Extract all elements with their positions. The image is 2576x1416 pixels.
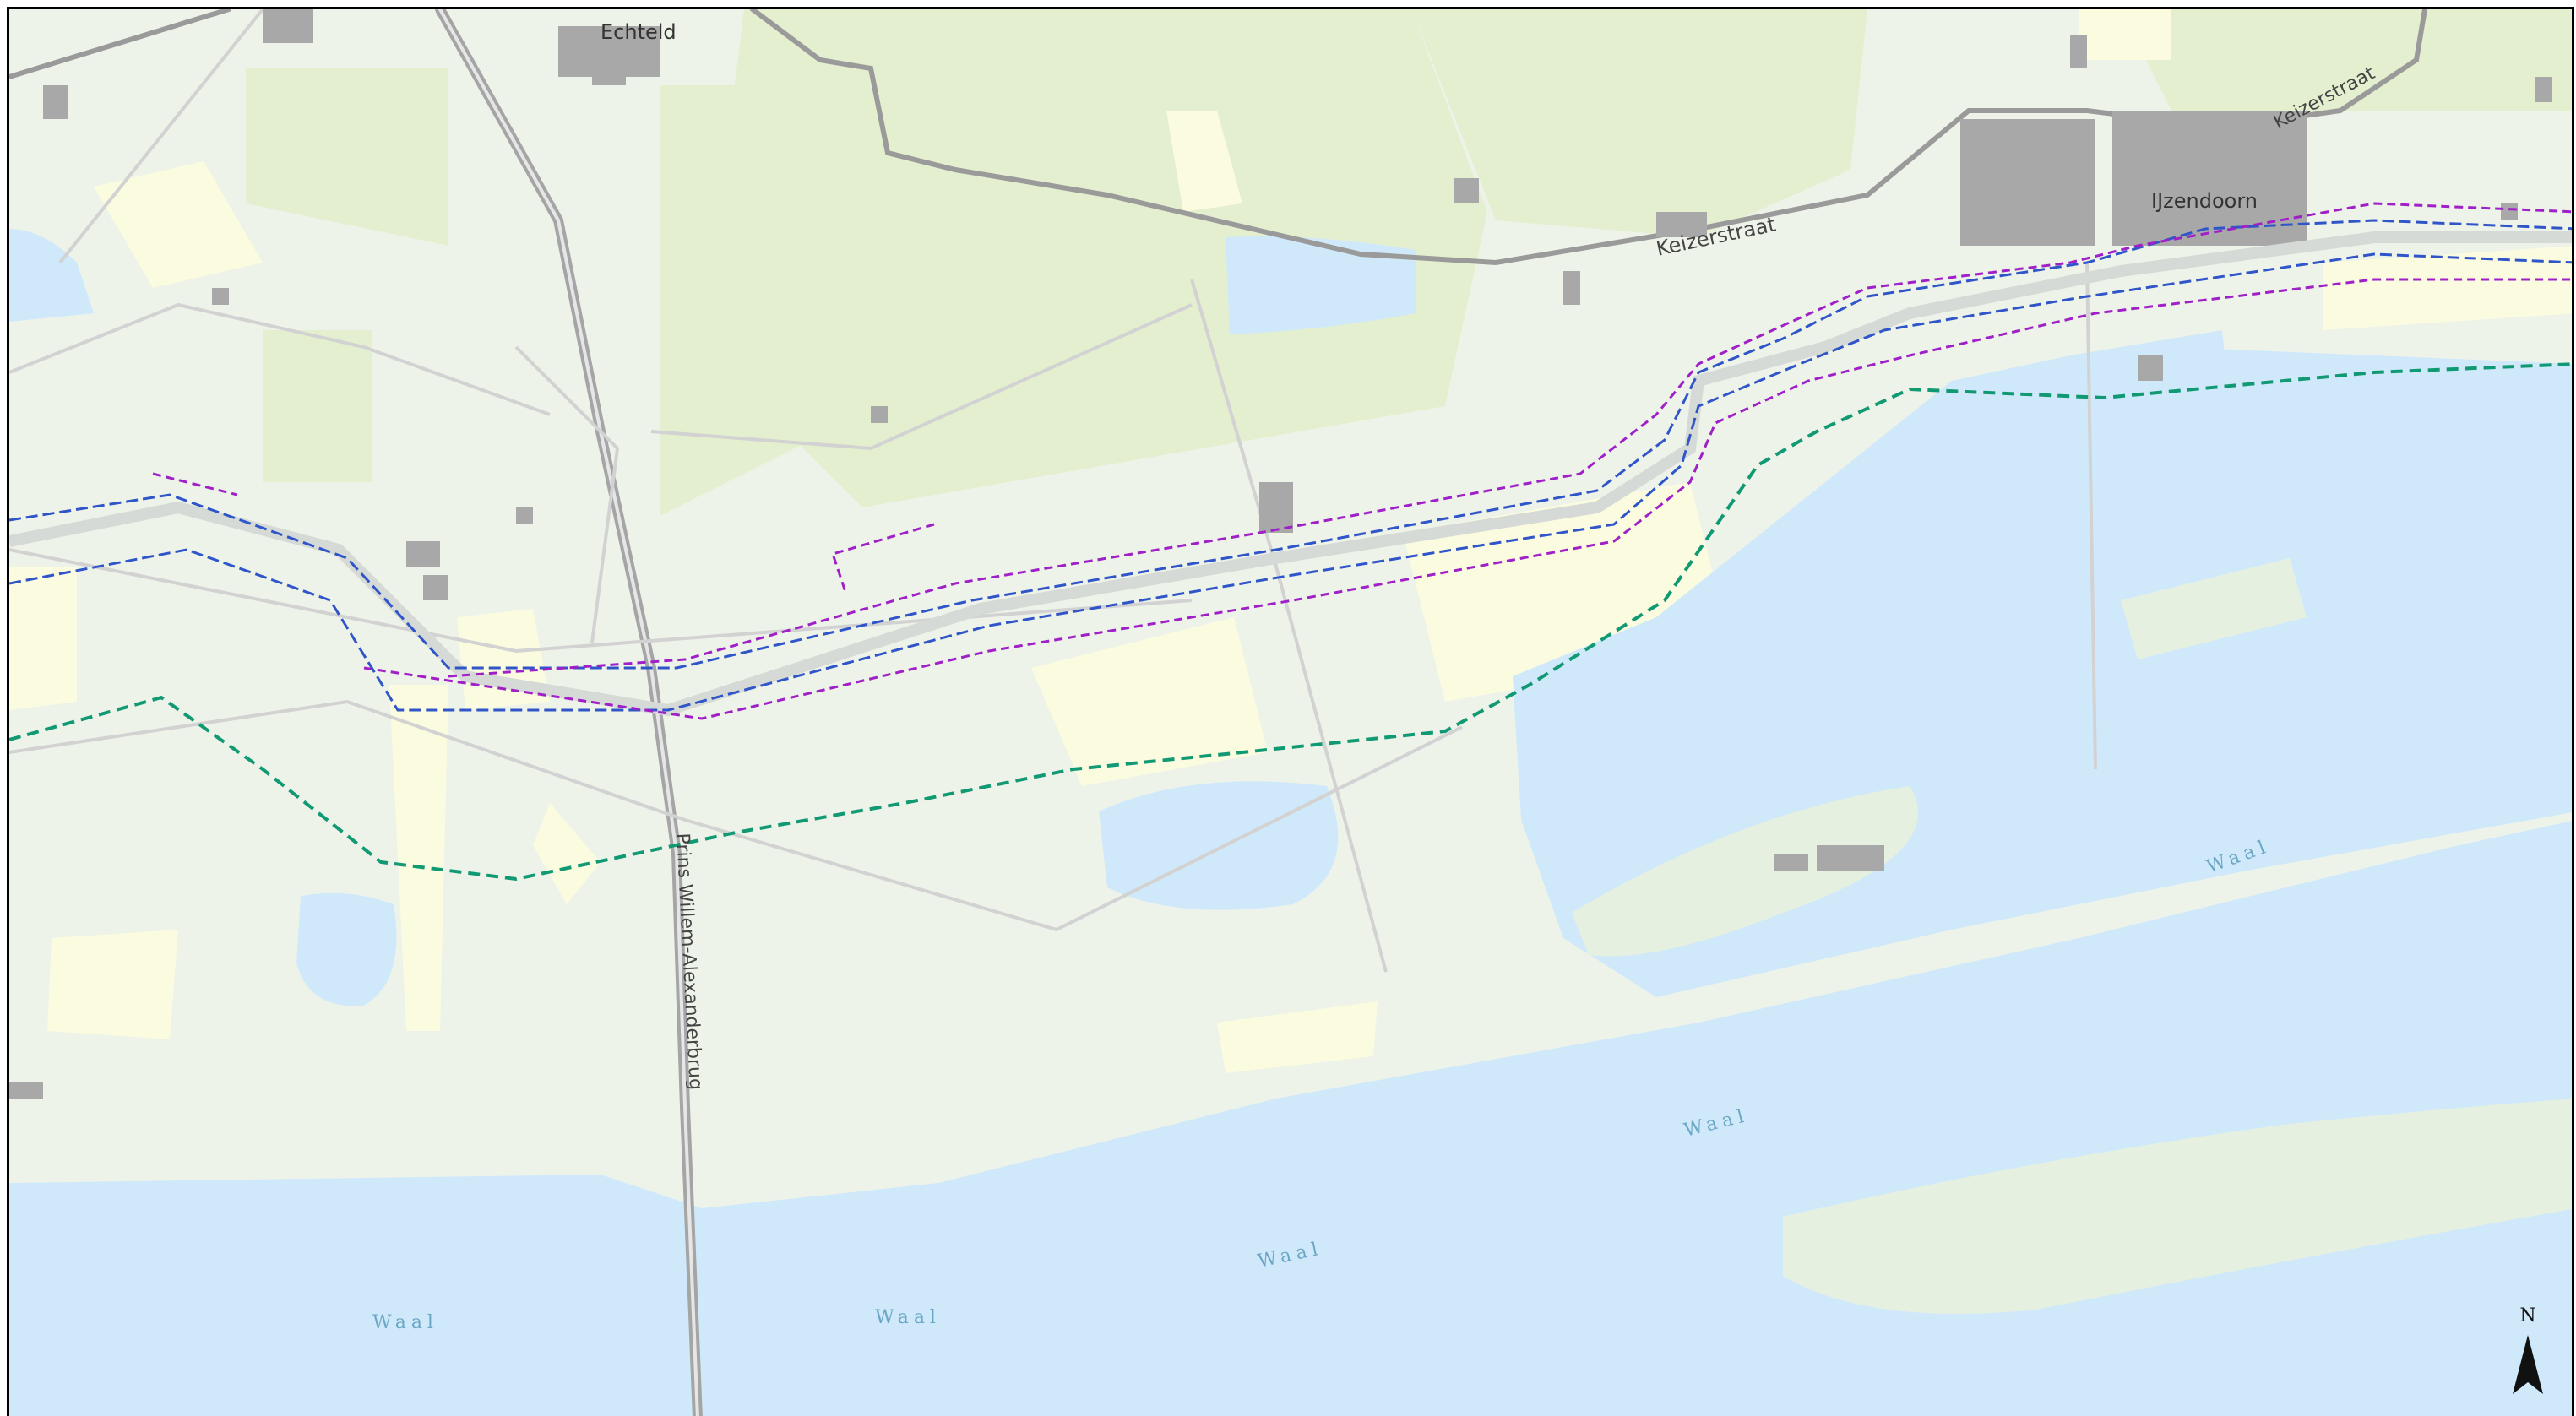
route-purple bbox=[152, 202, 2572, 720]
map-canvas[interactable]: Echteld IJzendoorn Keizerstraat Keizerst… bbox=[9, 9, 2574, 1416]
place-label-ijzendoorn: IJzendoorn bbox=[2151, 189, 2258, 213]
north-arrow-label: N bbox=[2519, 1305, 2535, 1326]
water-label-waal-1: Waal bbox=[372, 1312, 438, 1333]
place-label-echteld: Echteld bbox=[601, 20, 677, 44]
dike-lines bbox=[9, 231, 2572, 717]
fields bbox=[9, 9, 2572, 1073]
route-blue bbox=[9, 219, 2572, 712]
water-label-waal-2: Waal bbox=[875, 1307, 941, 1328]
floodplain bbox=[1572, 558, 2572, 1314]
north-arrow-icon: N bbox=[2513, 1305, 2543, 1394]
map-frame[interactable]: Echteld IJzendoorn Keizerstraat Keizerst… bbox=[7, 7, 2574, 1416]
buildings bbox=[9, 9, 2552, 1099]
meadows bbox=[246, 9, 2572, 516]
